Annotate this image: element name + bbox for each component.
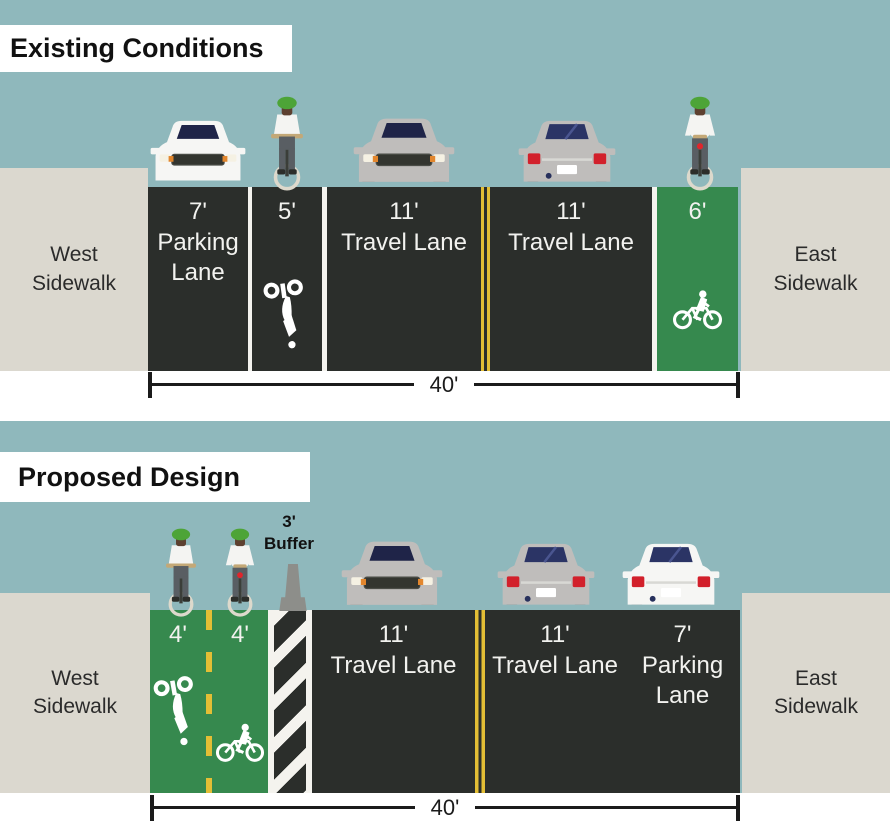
existing-dimension-line: 40' <box>148 371 741 398</box>
proposed-dimension-line: 40' <box>150 794 741 821</box>
west-sidewalk: West Sidewalk <box>0 593 150 793</box>
cyclist-rear-icon <box>678 95 722 194</box>
east-sidewalk: East Sidewalk <box>742 593 890 793</box>
center-line-double-yellow <box>475 610 485 793</box>
lane-line <box>248 187 252 371</box>
gray-car-rear-icon <box>517 112 617 188</box>
bike-lane-6ft: 6' <box>657 187 738 371</box>
east-sidewalk-label: East Sidewalk <box>773 243 858 295</box>
existing-title-box: Existing Conditions <box>0 25 292 72</box>
east-sidewalk-label: East Sidewalk <box>773 666 859 718</box>
parking-lane-east-label: 7' Parking Lane <box>641 621 724 710</box>
lane-line <box>268 610 274 793</box>
white-car-front-icon <box>149 111 247 188</box>
dashed-center-line <box>206 610 212 793</box>
white-car-rear-icon <box>621 535 721 611</box>
bike-pavement-marking-icon <box>151 667 205 759</box>
bollard-icon <box>277 564 309 611</box>
parking-lane-west-label: 7' Parking Lane <box>157 198 239 287</box>
bike-rider-marking-icon <box>671 289 724 331</box>
travel-lane-2: 11' Travel Lane <box>508 198 634 256</box>
shared-bike-lane-5ft: 5' <box>252 187 322 371</box>
gray-car-rear-icon <box>496 535 596 611</box>
east-sidewalk: East Sidewalk <box>741 168 890 371</box>
west-sidewalk-label: West Sidewalk <box>32 666 118 718</box>
existing-dimension-label: 40' <box>429 371 459 397</box>
existing-roadway: 7' Parking Lane 5' 11' Travel Lane 11' T… <box>148 187 738 371</box>
west-sidewalk-label: West Sidewalk <box>31 243 117 295</box>
bike-rider-marking-icon <box>214 722 266 764</box>
cyclist-front-icon <box>160 527 202 620</box>
proposed-title: Proposed Design <box>18 461 241 492</box>
center-line-double-yellow <box>481 187 490 371</box>
travel-parking-pavement: 11' Travel Lane 11' Travel Lane 7' Parki… <box>312 610 740 793</box>
bike-lane-4ft-east-label: 4' <box>231 621 249 648</box>
buffer-zone <box>274 610 306 793</box>
lane-line <box>652 187 657 371</box>
travel-lane-1-label: 11' Travel Lane <box>330 621 457 679</box>
bike-lane-4ft-west-label: 4' <box>169 621 187 648</box>
travel-lane-2-label: 11' Travel Lane <box>492 621 618 679</box>
proposed-roadway: 4' 4' 11' Travel Lane 11' Travel <box>150 610 740 793</box>
lane-line <box>306 610 312 793</box>
proposed-dimension-label: 40' <box>430 794 460 820</box>
existing-title: Existing Conditions <box>10 33 264 63</box>
gray-car-front-icon <box>352 110 456 188</box>
buffer-label: 3' Buffer <box>263 512 315 554</box>
lane-line <box>322 187 327 371</box>
proposed-title-box: Proposed Design <box>0 452 310 502</box>
cyclist-front-icon <box>265 95 309 194</box>
parking-lane-west: 7' Parking Lane <box>148 187 248 371</box>
travel-lane-1: 11' Travel Lane <box>341 198 467 256</box>
west-sidewalk: West Sidewalk <box>0 168 148 371</box>
bike-pavement-marking-icon <box>262 275 312 358</box>
two-way-bike-lanes: 4' 4' <box>150 610 268 793</box>
gray-car-front-icon <box>340 533 444 611</box>
